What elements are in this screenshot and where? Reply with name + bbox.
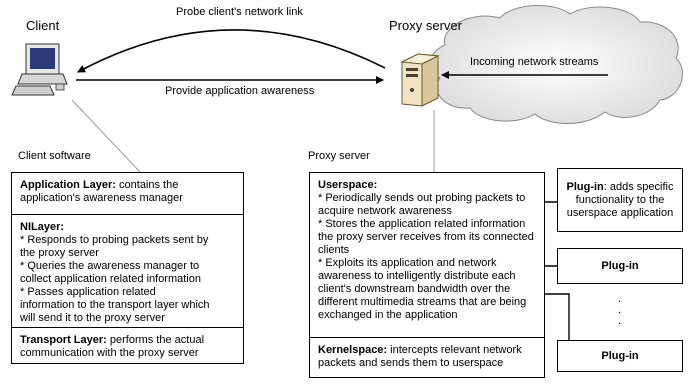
client-connector-line <box>71 99 141 173</box>
application-layer-text: contains the application's awareness man… <box>20 179 183 204</box>
awareness-label: Provide application awareness <box>165 85 315 97</box>
nilayer-line: * Passes application related information… <box>20 286 210 324</box>
userspace-section: Userspace: * Periodically sends out prob… <box>310 173 544 338</box>
nilayer-line: * Responds to probing packets sent by th… <box>20 234 209 259</box>
plugin3-arrow <box>537 290 570 355</box>
userspace-line: * Exploits its application and network a… <box>318 257 527 321</box>
application-layer-title: Application Layer: <box>20 179 116 191</box>
kernelspace-title: Kernelspace: <box>318 344 388 356</box>
client-label: Client <box>26 18 60 33</box>
kernelspace-section: Kernelspace: intercepts relevant network… <box>310 338 544 379</box>
plugin-box-1: Plug-in: adds specific functionality to … <box>557 168 683 232</box>
transport-layer-section: Transport Layer: performs the actual com… <box>12 328 243 365</box>
plugin-box-3: Plug-in <box>557 340 683 372</box>
probe-label: Probe client's network link <box>176 6 303 18</box>
nilayer-line: * Queries the awareness manager to colle… <box>20 260 201 285</box>
transport-layer-title: Transport Layer: <box>20 334 107 346</box>
proxy-server-heading: Proxy server <box>308 150 370 162</box>
transport-layer-text: performs the actual communication with t… <box>20 334 205 359</box>
plugin1-text: : adds specific functionality to the use… <box>566 180 674 219</box>
plugin-ellipsis: . . . <box>618 293 622 327</box>
probe-arrow <box>77 29 386 73</box>
nilayer-section: NILayer: * Responds to probing packets s… <box>12 215 243 328</box>
plugin-box-2: Plug-in <box>557 248 683 284</box>
client-software-heading: Client software <box>18 150 91 162</box>
userspace-line: * Stores the application related informa… <box>318 218 534 256</box>
userspace-title: Userspace: <box>318 179 378 191</box>
proxy-label: Proxy server <box>389 18 462 33</box>
nilayer-title: NILayer: <box>20 221 65 233</box>
network-cloud-icon <box>430 5 684 124</box>
incoming-label: Incoming network streams <box>470 56 599 68</box>
client-computer-icon <box>11 43 68 96</box>
client-software-box: Application Layer: contains the applicat… <box>11 172 244 364</box>
proxy-server-icon <box>400 53 440 107</box>
application-layer-section: Application Layer: contains the applicat… <box>12 173 243 215</box>
plugin1-title: Plug-in <box>566 180 604 193</box>
userspace-line: * Periodically sends out probing packets… <box>318 192 526 217</box>
kernelspace-text: intercepts relevant network packets and … <box>318 344 522 369</box>
proxy-server-box: Userspace: * Periodically sends out prob… <box>309 172 545 378</box>
